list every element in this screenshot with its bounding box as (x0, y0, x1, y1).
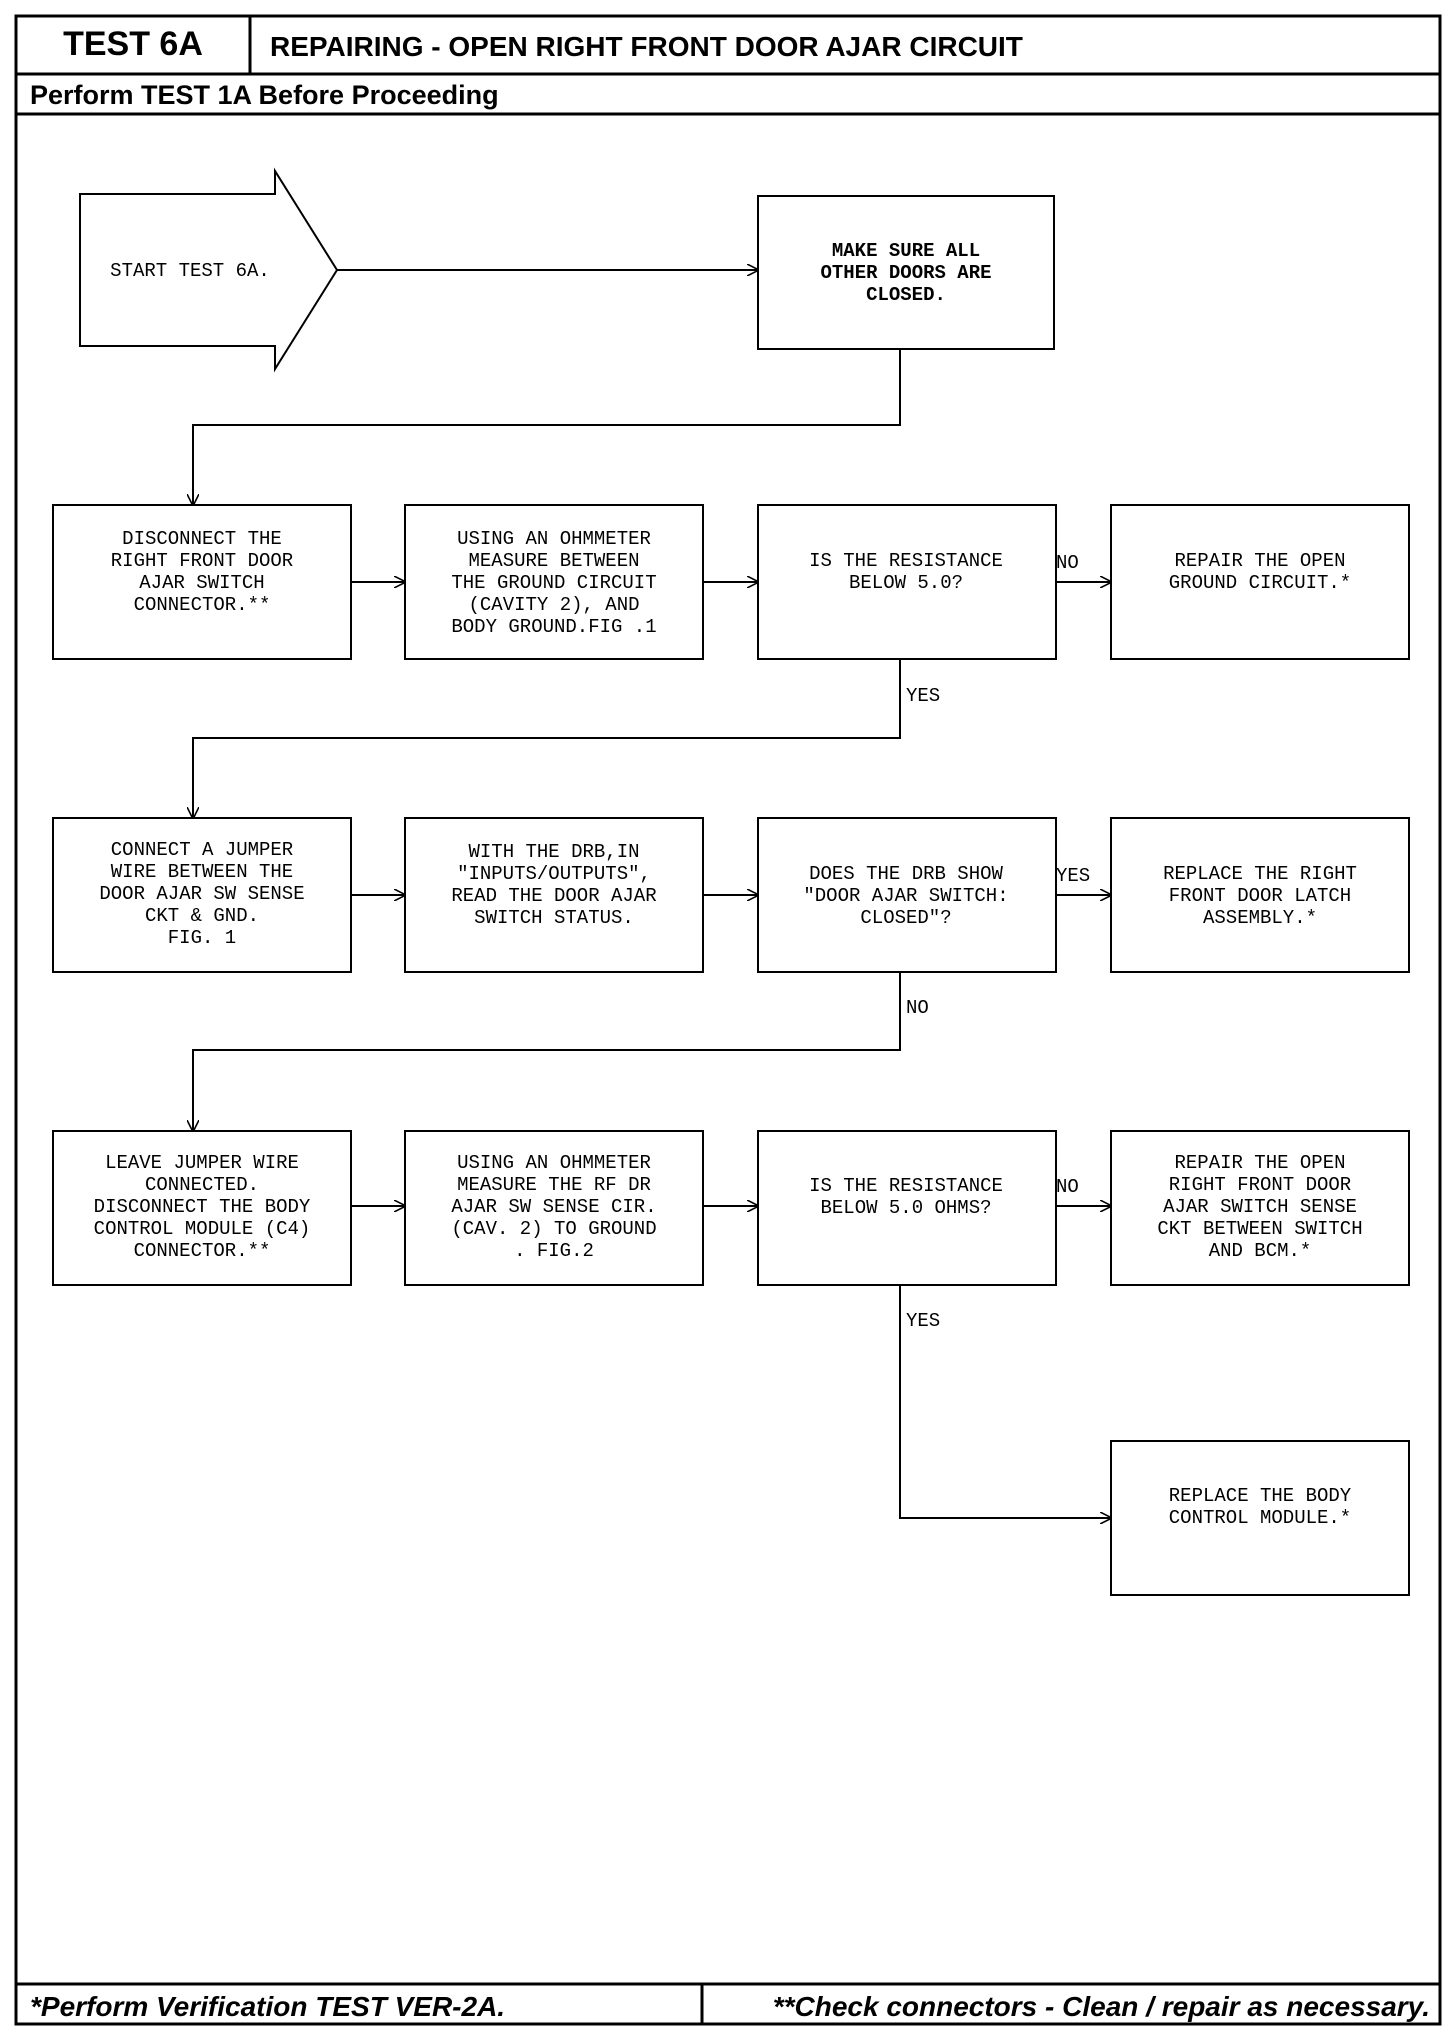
node-question-drb-show: DOES THE DRB SHOW"DOOR AJAR SWITCH:CLOSE… (803, 863, 1008, 929)
arrow-make-sure-to-disconnect (193, 349, 901, 505)
box-replace-bcm (1110, 1440, 1410, 1596)
node-line: START TEST 6A. (110, 260, 270, 282)
branch-label-q1-no: NO (1056, 552, 1079, 574)
node-line: FIG. 1 (168, 927, 236, 949)
node-line: IS THE RESISTANCE (809, 550, 1003, 572)
node-line: BODY GROUND.FIG .1 (451, 616, 656, 638)
box-question-resistance-1 (757, 504, 1057, 660)
box-question-resistance-2 (757, 1130, 1057, 1286)
node-drb-read: WITH THE DRB,IN"INPUTS/OUTPUTS",READ THE… (451, 841, 656, 929)
node-line: CONNECTED. (145, 1174, 259, 1196)
node-line: OTHER DOORS ARE (820, 262, 991, 284)
node-line: AJAR SWITCH SENSE (1163, 1196, 1357, 1218)
node-line: ASSEMBLY.* (1203, 907, 1317, 929)
node-line: CKT BETWEEN SWITCH (1157, 1218, 1362, 1240)
node-line: RIGHT FRONT DOOR (111, 550, 293, 572)
node-line: REPLACE THE RIGHT (1163, 863, 1357, 885)
node-line: WITH THE DRB,IN (468, 841, 639, 863)
box-leave-jumper (52, 1130, 352, 1286)
node-line: (CAVITY 2), AND (468, 594, 639, 616)
node-line: GROUND CIRCUIT.* (1169, 572, 1351, 594)
node-line: REPLACE THE BODY (1169, 1485, 1352, 1507)
box-measure-sense (404, 1130, 704, 1286)
node-line: BELOW 5.0 OHMS? (820, 1197, 991, 1219)
node-line: DOOR AJAR SW SENSE (99, 883, 304, 905)
branch-label-q2-yes: YES (1056, 865, 1090, 887)
node-line: CONTROL MODULE.* (1169, 1507, 1351, 1529)
footer-right-note: **Check connectors - Clean / repair as n… (773, 1991, 1430, 2022)
box-replace-latch (1110, 817, 1410, 973)
node-line: USING AN OHMMETER (457, 1152, 651, 1174)
start-arrow (79, 167, 339, 373)
node-line: USING AN OHMMETER (457, 528, 651, 550)
node-line: CLOSED. (866, 284, 946, 306)
node-line: DISCONNECT THE BODY (94, 1196, 311, 1218)
node-line: LEAVE JUMPER WIRE (105, 1152, 299, 1174)
node-line: "INPUTS/OUTPUTS", (457, 863, 651, 885)
box-question-drb-show (757, 817, 1057, 973)
node-line: CONNECTOR.** (134, 1240, 271, 1262)
node-line: CONNECT A JUMPER (111, 839, 293, 861)
box-drb-read (404, 817, 704, 973)
node-line: READ THE DOOR AJAR (451, 885, 656, 907)
node-line: DISCONNECT THE (122, 528, 282, 550)
node-line: DOES THE DRB SHOW (809, 863, 1003, 885)
node-line: CONNECTOR.** (134, 594, 271, 616)
node-line: "DOOR AJAR SWITCH: (803, 885, 1008, 907)
node-line: SWITCH STATUS. (474, 907, 634, 929)
page-title: REPAIRING - OPEN RIGHT FRONT DOOR AJAR C… (270, 31, 1023, 62)
node-line: THE GROUND CIRCUIT (451, 572, 656, 594)
node-line: MAKE SURE ALL (832, 240, 980, 262)
node-line: REPAIR THE OPEN (1174, 550, 1345, 572)
node-line: . FIG.2 (514, 1240, 594, 1262)
footer-left-note: *Perform Verification TEST VER-2A. (30, 1991, 505, 2022)
node-line: RIGHT FRONT DOOR (1169, 1174, 1351, 1196)
node-line: IS THE RESISTANCE (809, 1175, 1003, 1197)
prerequisite-note: Perform TEST 1A Before Proceeding (30, 80, 499, 110)
box-connect-jumper (52, 817, 352, 973)
node-line: WIRE BETWEEN THE (111, 861, 293, 883)
node-line: AND BCM.* (1209, 1240, 1312, 1262)
node-line: CONTROL MODULE (C4) (94, 1218, 311, 1240)
node-line: (CAV. 2) TO GROUND (451, 1218, 656, 1240)
branch-label-q1-yes: YES (906, 685, 940, 707)
box-repair-ground (1110, 504, 1410, 660)
node-start: START TEST 6A. (110, 260, 270, 282)
box-disconnect-switch (52, 504, 352, 660)
branch-label-q3-no: NO (1056, 1176, 1079, 1198)
node-line: MEASURE BETWEEN (468, 550, 639, 572)
node-line: FRONT DOOR LATCH (1169, 885, 1351, 907)
test-id: TEST 6A (63, 25, 203, 63)
node-line: MEASURE THE RF DR (457, 1174, 651, 1196)
node-line: CLOSED"? (860, 907, 951, 929)
node-line: AJAR SW SENSE CIR. (451, 1196, 656, 1218)
node-line: BELOW 5.0? (849, 572, 963, 594)
node-line: CKT & GND. (145, 905, 259, 927)
arrow-question-1-yes (193, 659, 901, 818)
node-line: AJAR SWITCH (139, 572, 264, 594)
arrow-question-2-no (193, 972, 901, 1131)
arrow-question-3-yes (899, 1285, 1111, 1518)
outer-frame (14, 14, 1442, 2026)
branch-label-q2-no: NO (906, 997, 929, 1019)
node-line: REPAIR THE OPEN (1174, 1152, 1345, 1174)
branch-label-q3-yes: YES (906, 1310, 940, 1332)
